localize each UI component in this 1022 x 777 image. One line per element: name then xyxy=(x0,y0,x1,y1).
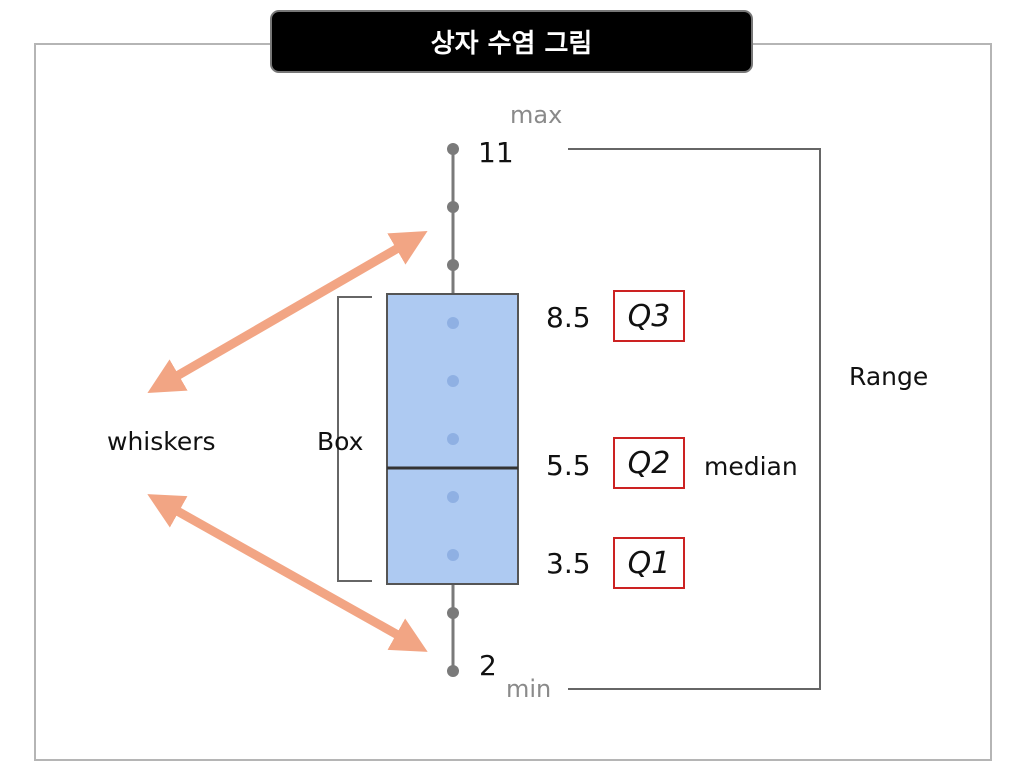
box-text: Box xyxy=(317,427,364,456)
median-text: median xyxy=(704,452,798,481)
diagram-title: 상자 수염 그림 xyxy=(270,10,753,73)
q2-label: Q2 xyxy=(613,437,685,489)
min-value: 2 xyxy=(479,649,497,682)
whisker-arrow-upper xyxy=(147,230,428,394)
range-text: Range xyxy=(849,362,929,391)
q3-value: 8.5 xyxy=(546,301,591,334)
data-points xyxy=(447,143,459,677)
data-point xyxy=(447,433,459,445)
data-point xyxy=(447,201,459,213)
whisker-arrow-lower xyxy=(147,494,428,652)
max-label: max xyxy=(510,101,563,129)
data-point xyxy=(447,607,459,619)
data-point xyxy=(447,259,459,271)
max-value: 11 xyxy=(478,136,514,169)
min-label: min xyxy=(506,675,552,703)
q3-label: Q3 xyxy=(613,290,685,342)
data-point xyxy=(447,317,459,329)
range-bracket xyxy=(568,148,821,690)
data-point xyxy=(447,491,459,503)
data-point xyxy=(447,549,459,561)
data-point xyxy=(447,143,459,155)
data-point xyxy=(447,375,459,387)
whiskers-text: whiskers xyxy=(107,427,216,456)
median-value: 5.5 xyxy=(546,449,591,482)
q1-value: 3.5 xyxy=(546,547,591,580)
data-point xyxy=(447,665,459,677)
q1-label: Q1 xyxy=(613,537,685,589)
